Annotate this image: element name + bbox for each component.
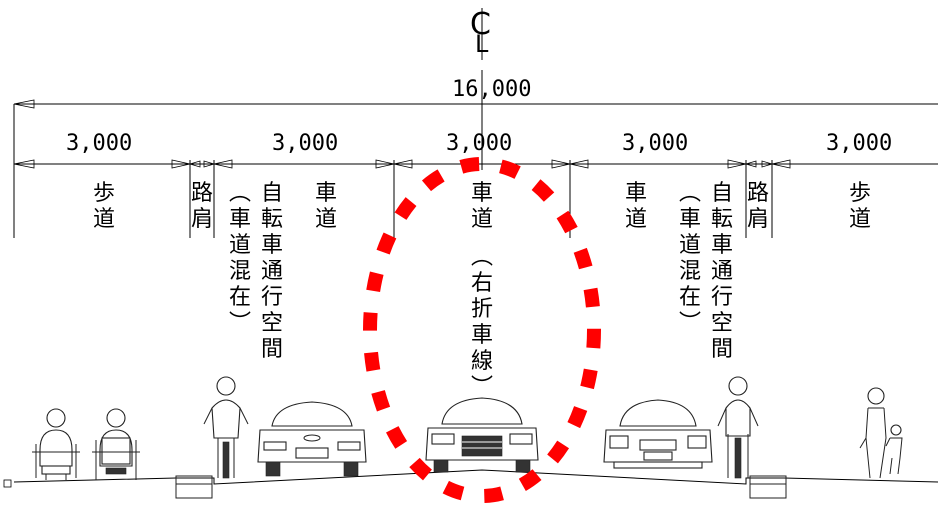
- lane-label-roadway-left: 車道: [315, 181, 337, 232]
- centerline-symbol: C L: [470, 7, 491, 60]
- curb-left: [175, 475, 213, 499]
- car-front-center-icon: [425, 397, 539, 473]
- ground: [3, 469, 938, 499]
- right-turn-lane-highlight: [363, 157, 601, 503]
- lane-label-bike-left: 自転車通行空間: [261, 181, 283, 362]
- lane-labels: 歩道 路肩 ︵車道混在︶ 自転車通行空間 車道 車道 ︵右折車線︶ 車道 ︵車道混在︶ 自転車通行…: [93, 181, 871, 400]
- lane-label-bike-right-note: ︵車道混在︶: [679, 181, 701, 336]
- lane-label-shoulder-left: 路肩: [191, 181, 213, 232]
- segment-width-4: 3,000: [622, 131, 688, 156]
- car-front-right-icon: [603, 399, 713, 469]
- lane-label-sidewalk-left: 歩道: [93, 181, 115, 232]
- cyclist-left-icon: [203, 376, 249, 479]
- lane-label-roadway-right: 車道: [625, 181, 647, 232]
- segment-width-2: 3,000: [272, 131, 338, 156]
- pedestrians-parent-child-icon: [859, 387, 903, 479]
- lane-label-shoulder-right: 路肩: [747, 181, 769, 232]
- overall-dimension: 16,000: [13, 70, 938, 238]
- lane-label-roadway-center-note: ︵右折車線︶: [471, 245, 493, 400]
- segment-width-5: 3,000: [826, 131, 892, 156]
- segment-width-3: 3,000: [446, 131, 512, 156]
- wheelchair-user-back-icon: [92, 408, 140, 480]
- centerline-c: C: [470, 7, 491, 42]
- segment-width-1: 3,000: [66, 131, 132, 156]
- wheelchair-user-front-icon: [32, 408, 80, 480]
- lane-label-roadway-center: 車道: [471, 181, 493, 232]
- cyclist-right-icon: [717, 376, 759, 479]
- curb-right: [749, 475, 787, 499]
- segment-dimensions: 3,000 3,000 3,000 3,000 3,000: [13, 131, 938, 238]
- lane-label-bike-right: 自転車通行空間: [711, 181, 733, 362]
- lane-label-sidewalk-right: 歩道: [849, 181, 871, 232]
- lane-label-bike-left-note: ︵車道混在︶: [229, 181, 251, 336]
- total-width-label: 16,000: [452, 77, 531, 102]
- car-rear-icon: [257, 401, 367, 477]
